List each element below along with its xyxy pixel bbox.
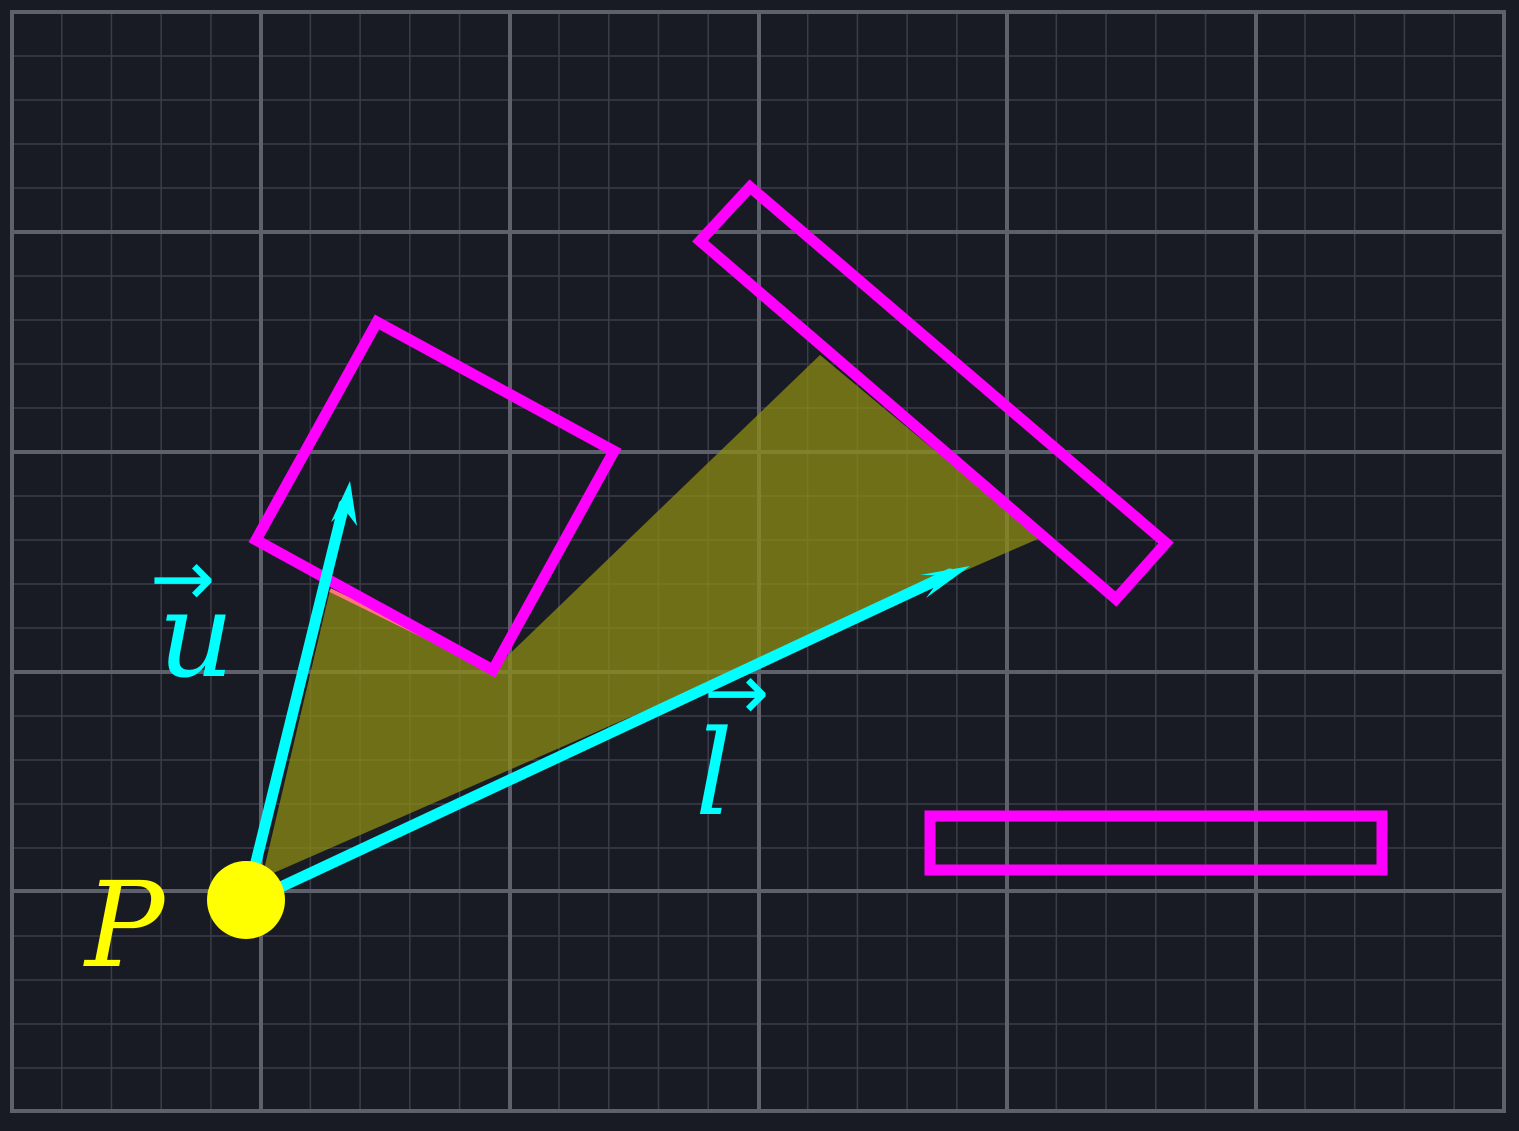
obstacle-horizontal-bar <box>924 810 1388 876</box>
vector-u-arrow-accent: → <box>150 534 215 624</box>
obstacle-diagonal-bar <box>692 179 1174 607</box>
vector-l-arrow-accent: → <box>704 648 769 738</box>
point-p-label: P <box>83 856 167 994</box>
vector-u-label: u <box>158 566 234 704</box>
vector-u-arrow <box>249 481 357 872</box>
grid-frame <box>10 10 1506 1113</box>
point-p <box>207 861 285 939</box>
vector-l-label: l <box>695 704 733 842</box>
visibility-region <box>262 355 1040 878</box>
obstacle-rotated-square <box>248 314 622 678</box>
vector-l-arrow <box>264 566 970 898</box>
